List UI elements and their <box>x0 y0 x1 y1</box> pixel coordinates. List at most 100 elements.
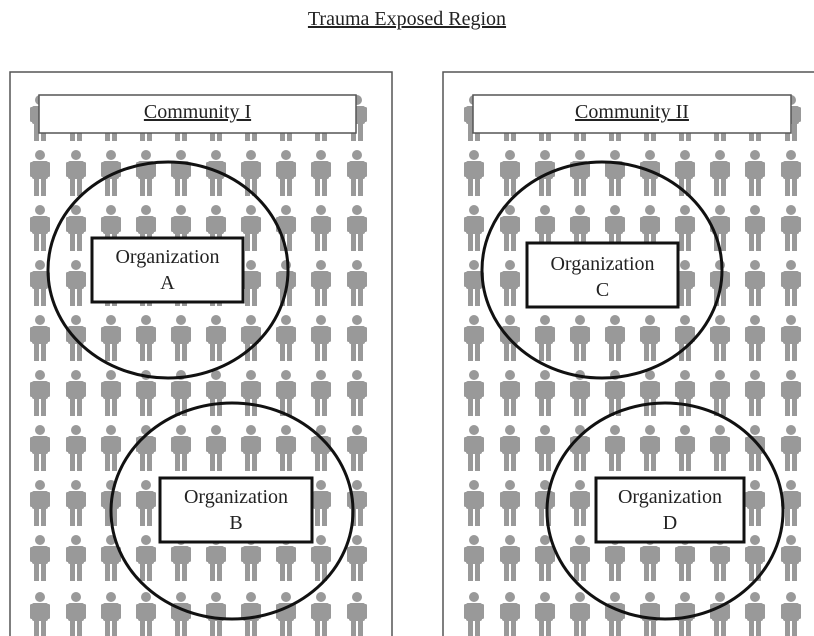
person-icon <box>311 370 331 416</box>
organization-box-b <box>158 476 314 544</box>
person-icon <box>500 480 520 526</box>
person-icon <box>66 205 86 251</box>
person-icon <box>241 592 261 636</box>
organization-label-d-line2: D <box>662 512 678 534</box>
person-icon <box>710 315 730 361</box>
organization-label-b-line2: B <box>229 512 243 534</box>
organization-label-c: Organization C <box>527 251 678 303</box>
people-figures <box>30 95 801 636</box>
person-icon <box>101 370 121 416</box>
person-icon <box>500 535 520 581</box>
community-panel-2 <box>442 71 814 636</box>
person-icon <box>500 425 520 471</box>
person-icon <box>464 150 484 196</box>
organization-circle-c <box>480 160 724 380</box>
person-icon <box>206 370 226 416</box>
organization-label-b: Organization B <box>160 484 312 536</box>
person-icon <box>781 370 801 416</box>
person-icon <box>347 592 367 636</box>
person-icon <box>640 370 660 416</box>
person-icon <box>570 592 590 636</box>
person-icon <box>241 150 261 196</box>
organization-box-c <box>525 241 680 309</box>
person-icon <box>347 535 367 581</box>
person-icon <box>206 425 226 471</box>
person-icon <box>66 480 86 526</box>
person-icon <box>30 592 50 636</box>
person-icon <box>311 315 331 361</box>
person-icon <box>276 370 296 416</box>
person-icon <box>347 370 367 416</box>
person-icon <box>101 425 121 471</box>
person-icon <box>206 592 226 636</box>
person-icon <box>535 592 555 636</box>
organization-circle-b <box>109 401 355 621</box>
community-title-box-2 <box>472 94 792 134</box>
person-icon <box>781 150 801 196</box>
person-icon <box>535 480 555 526</box>
person-icon <box>570 425 590 471</box>
person-icon <box>640 592 660 636</box>
person-icon <box>500 260 520 306</box>
organization-label-a-line1: Organization <box>115 246 220 268</box>
person-icon <box>464 260 484 306</box>
person-icon <box>30 425 50 471</box>
person-icon <box>605 370 625 416</box>
person-icon <box>745 592 765 636</box>
person-icon <box>675 370 695 416</box>
person-icon <box>136 150 156 196</box>
person-icon <box>710 425 730 471</box>
person-icon <box>30 370 50 416</box>
person-icon <box>640 315 660 361</box>
person-icon <box>745 150 765 196</box>
person-icon <box>30 535 50 581</box>
person-icon <box>347 150 367 196</box>
person-icon <box>311 480 331 526</box>
person-icon <box>66 370 86 416</box>
person-icon <box>464 592 484 636</box>
person-icon <box>241 260 261 306</box>
person-icon <box>675 260 695 306</box>
person-icon <box>745 480 765 526</box>
organization-label-d: Organization D <box>596 484 744 536</box>
person-icon <box>745 425 765 471</box>
person-icon <box>781 535 801 581</box>
person-icon <box>605 592 625 636</box>
community-title-box-1 <box>38 94 357 134</box>
organization-circle-d <box>545 401 785 621</box>
person-icon <box>710 370 730 416</box>
region-title: Trauma Exposed Region <box>307 8 507 30</box>
organization-box-d <box>594 476 746 544</box>
person-icon <box>464 425 484 471</box>
person-icon <box>570 150 590 196</box>
person-icon <box>276 150 296 196</box>
person-icon <box>311 150 331 196</box>
person-icon <box>30 260 50 306</box>
organization-box-a <box>90 236 245 304</box>
person-icon <box>605 150 625 196</box>
person-icon <box>276 425 296 471</box>
organization-circle-a <box>46 160 290 380</box>
person-icon <box>347 205 367 251</box>
person-icon <box>347 315 367 361</box>
person-icon <box>605 425 625 471</box>
person-icon <box>464 535 484 581</box>
person-icon <box>745 205 765 251</box>
person-icon <box>710 150 730 196</box>
person-icon <box>171 370 191 416</box>
community-title-2: Community II <box>575 101 689 123</box>
organization-label-a-line2: A <box>160 272 175 294</box>
person-icon <box>136 370 156 416</box>
person-icon <box>745 260 765 306</box>
person-icon <box>464 480 484 526</box>
person-icon <box>30 150 50 196</box>
person-icon <box>781 260 801 306</box>
person-icon <box>66 425 86 471</box>
person-icon <box>710 592 730 636</box>
organization-label-c-line1: Organization <box>550 253 655 275</box>
person-icon <box>311 592 331 636</box>
person-icon <box>535 425 555 471</box>
person-icon <box>570 315 590 361</box>
person-icon <box>171 592 191 636</box>
person-icon <box>171 150 191 196</box>
